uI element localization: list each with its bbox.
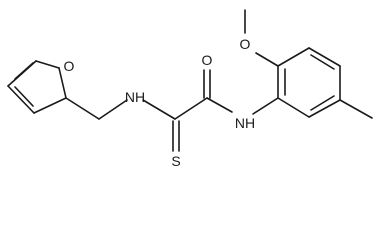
- double-bond-inner: [14, 86, 34, 107]
- thione-sulfur-label: S: [171, 153, 180, 169]
- bond: [98, 99, 128, 120]
- double-bond-inner: [310, 54, 335, 70]
- bond: [308, 99, 341, 118]
- bond: [277, 47, 310, 67]
- carbonyl-oxygen-label: O: [202, 52, 213, 68]
- methoxy-oxygen-label: O: [240, 36, 251, 52]
- bond: [65, 97, 100, 120]
- benzene-ring: [277, 47, 341, 118]
- bond: [277, 97, 310, 118]
- bond: [174, 97, 208, 120]
- bond: [339, 99, 373, 119]
- bond: [252, 97, 279, 115]
- double-bond-inner: [14, 62, 34, 80]
- furan-oxygen-mask: [62, 59, 76, 73]
- amide-nh-label: NH: [235, 115, 255, 131]
- furan-oxygen-label: O: [64, 58, 75, 74]
- bond: [33, 97, 67, 114]
- bond: [142, 99, 176, 120]
- double-bond-inner: [310, 95, 335, 111]
- furan-ring: [7, 60, 67, 114]
- bond: [308, 47, 341, 67]
- molecule-diagram: O NH O O NH S: [7, 9, 373, 169]
- bond: [58, 67, 67, 99]
- amine-nh-label: NH: [125, 89, 145, 105]
- bond: [7, 85, 35, 114]
- bond: [255, 52, 279, 67]
- bond: [35, 60, 60, 69]
- bond: [206, 97, 233, 113]
